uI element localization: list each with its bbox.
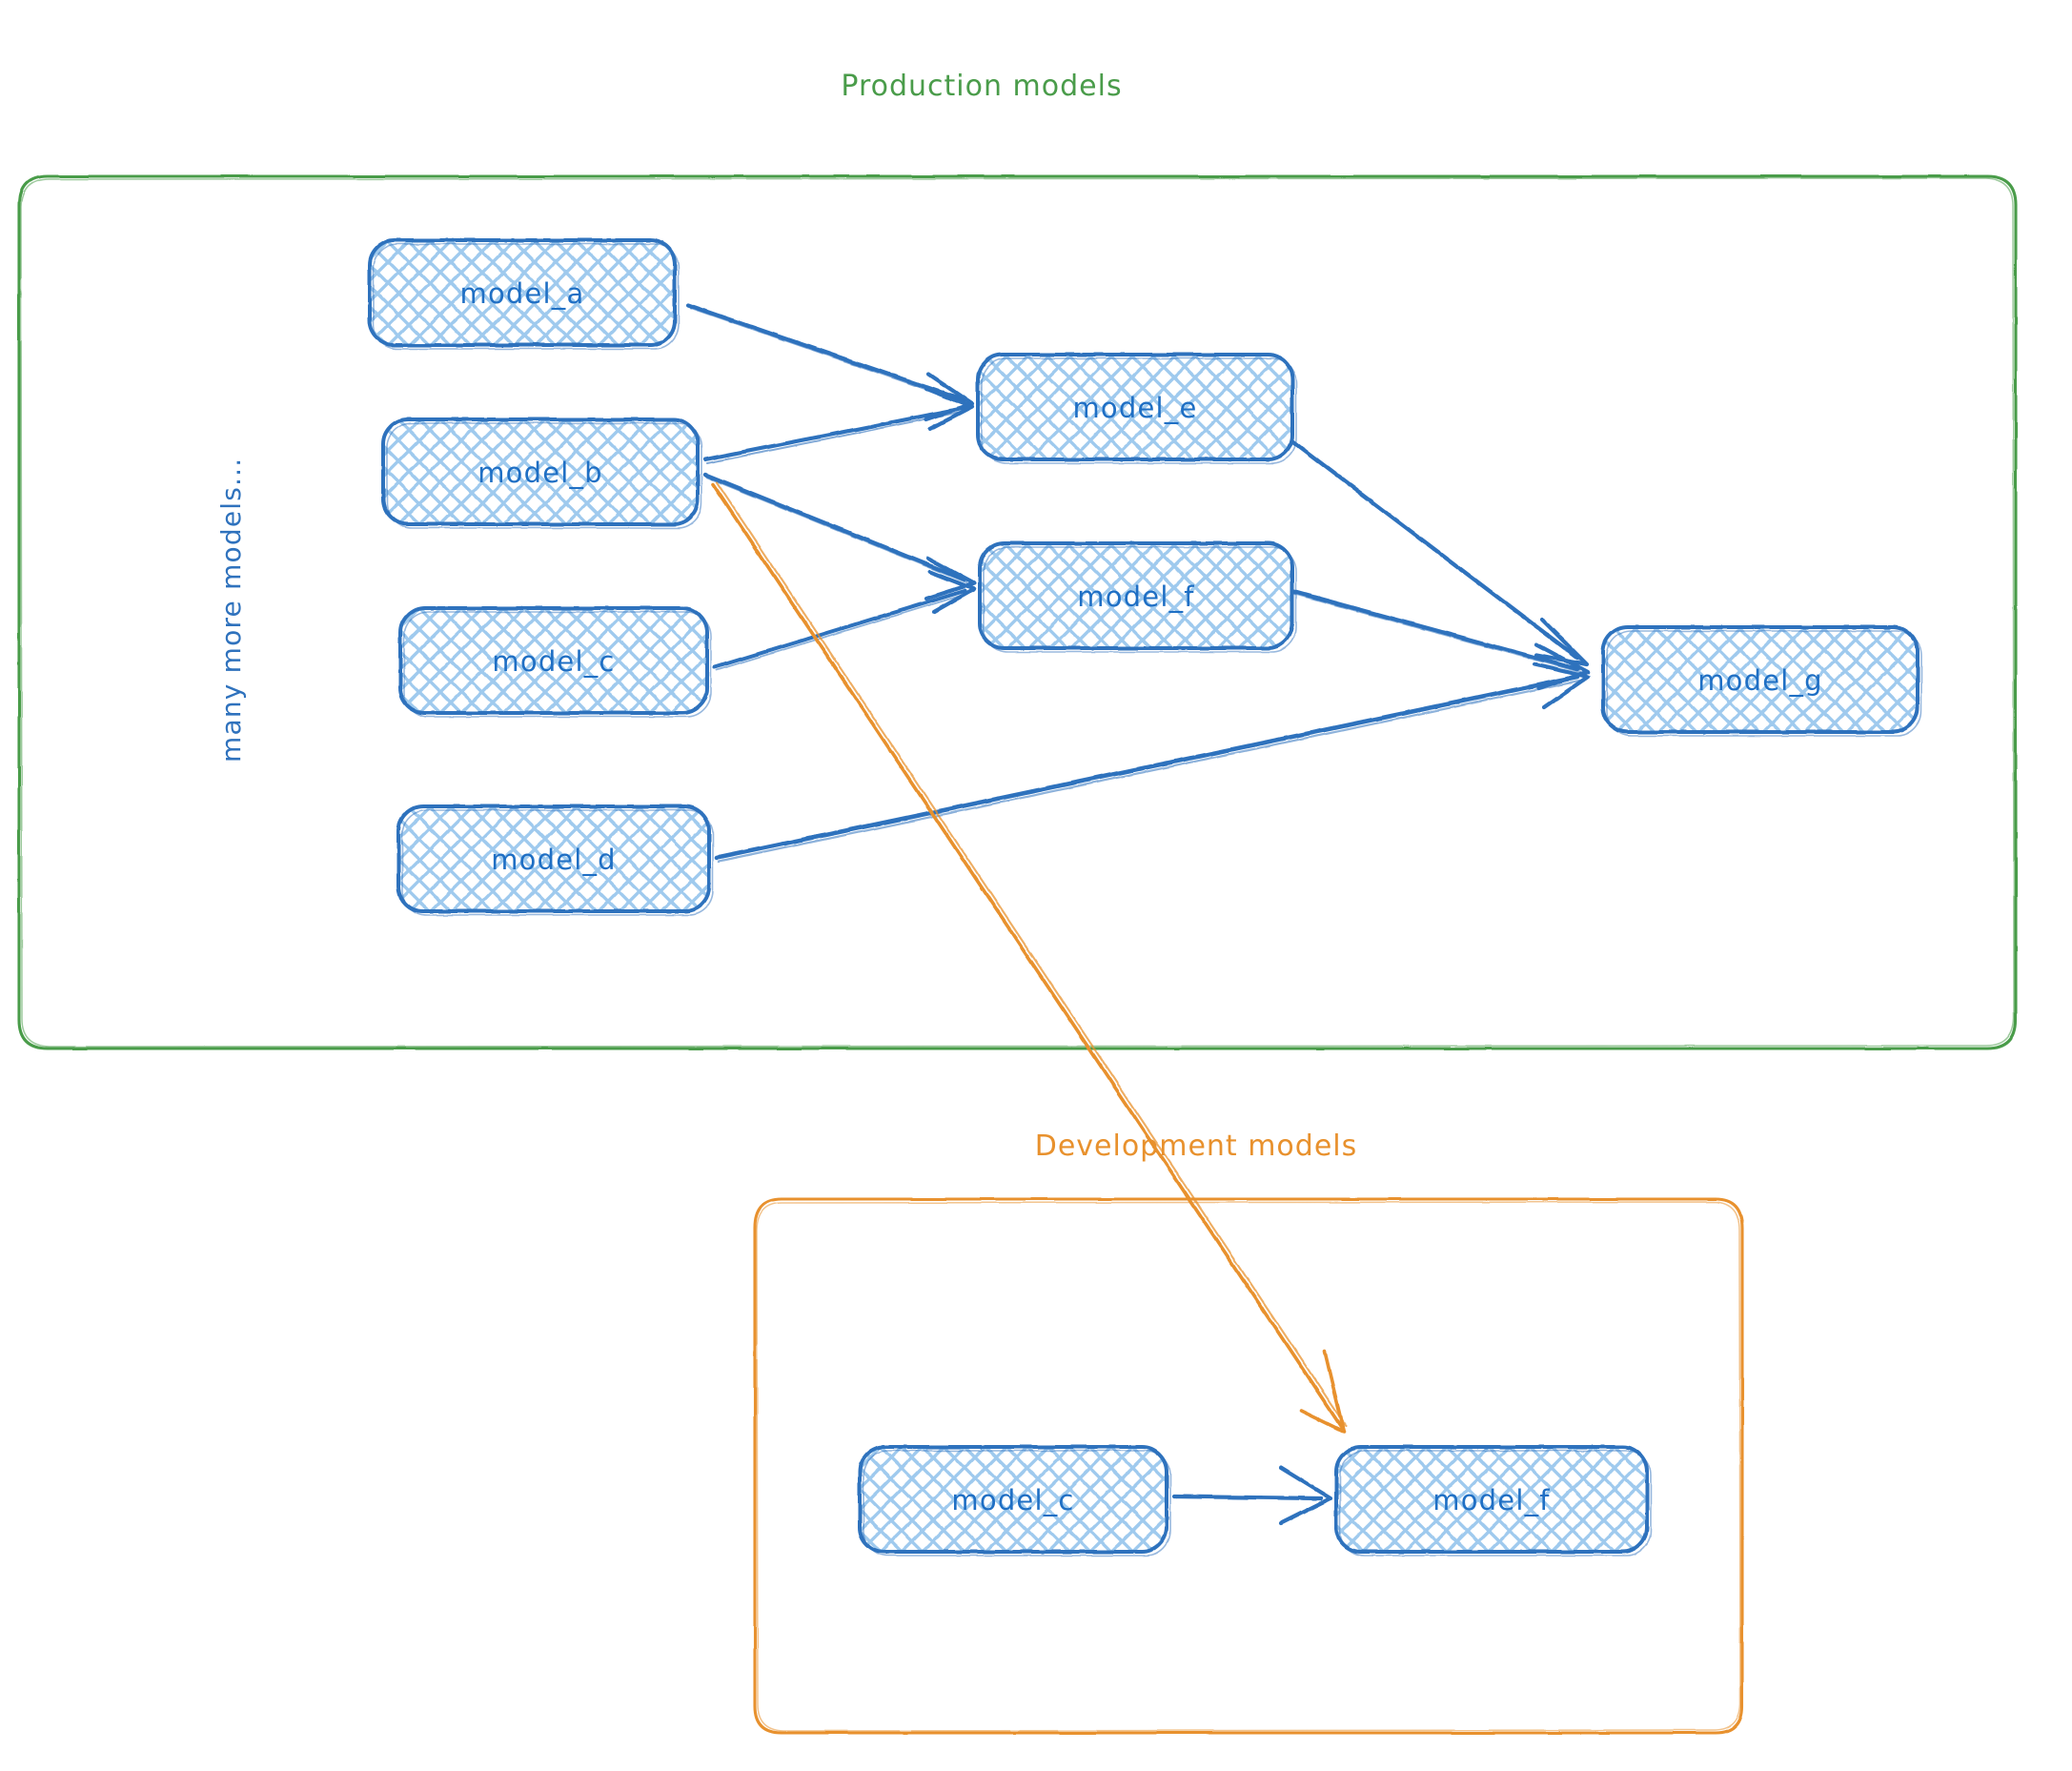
production-group-title: Production models	[841, 70, 1122, 103]
node-model-b-label: model_b	[477, 457, 603, 489]
node-model-g[interactable]: model_g	[1601, 625, 1922, 737]
edge-model-b-to-model-f	[702, 472, 977, 601]
development-group-border	[753, 1197, 1744, 1735]
edge-model-d-to-model-g	[714, 662, 1591, 864]
edge-model-c-to-model-f	[713, 569, 977, 671]
edge-model-f-to-model-g	[1282, 586, 1591, 691]
edge-model-e-to-model-g	[1286, 436, 1590, 667]
edge-model-a-to-model-e	[685, 302, 975, 422]
node-dev-model-c-label: model_c	[951, 1484, 1074, 1517]
node-model-d[interactable]: model_d	[396, 804, 714, 916]
node-model-f-label: model_f	[1077, 580, 1194, 613]
node-model-e[interactable]: model_e	[976, 353, 1297, 464]
node-model-c[interactable]: model_c	[398, 606, 712, 718]
production-edges	[685, 302, 1591, 864]
production-nodes: model_a model_b model_c	[368, 238, 1922, 916]
node-model-g-label: model_g	[1697, 664, 1823, 697]
production-group: Production models many more models...	[17, 70, 2018, 1050]
node-dev-model-c[interactable]: model_c	[858, 1445, 1171, 1557]
node-model-b[interactable]: model_b	[381, 417, 702, 529]
node-dev-model-f[interactable]: model_f	[1334, 1445, 1652, 1557]
development-group-title: Development models	[1035, 1130, 1358, 1163]
many-more-models-note: many more models...	[215, 458, 247, 763]
node-dev-model-f-label: model_f	[1432, 1484, 1550, 1517]
node-model-f[interactable]: model_f	[978, 541, 1297, 653]
production-group-border	[17, 174, 2018, 1050]
node-model-c-label: model_c	[492, 645, 615, 678]
edge-dev-model-c-to-dev-model-f	[1171, 1465, 1333, 1526]
edge-model-b-to-model-e	[702, 386, 975, 464]
node-model-a[interactable]: model_a	[368, 238, 680, 350]
node-model-e-label: model_e	[1072, 392, 1197, 424]
development-group: Development models	[753, 1130, 1744, 1735]
node-model-d-label: model_d	[491, 844, 617, 876]
node-model-a-label: model_a	[460, 277, 585, 310]
development-nodes: model_c model_f	[858, 1445, 1652, 1557]
edge-model-b-to-dev-model-f	[711, 480, 1348, 1434]
